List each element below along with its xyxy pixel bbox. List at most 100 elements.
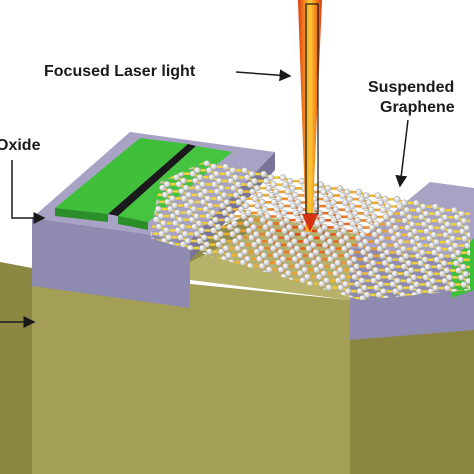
carbon-atom	[361, 238, 369, 246]
carbon-atom	[180, 195, 188, 202]
carbon-atom	[323, 231, 331, 238]
carbon-atom	[247, 216, 255, 224]
carbon-atom	[277, 266, 285, 274]
carbon-atom	[373, 238, 381, 246]
carbon-atom	[172, 219, 179, 227]
carbon-atom	[335, 213, 342, 221]
carbon-atom	[355, 270, 363, 277]
carbon-atom	[397, 238, 405, 246]
oxide-label: Oxide	[0, 137, 41, 154]
carbon-atom	[179, 241, 187, 248]
carbon-atom	[244, 255, 251, 263]
carbon-atom	[291, 192, 299, 199]
carbon-atom	[284, 188, 292, 196]
carbon-atom	[325, 202, 333, 210]
carbon-atom	[258, 244, 265, 252]
carbon-atom	[315, 255, 322, 263]
carbon-atom	[155, 205, 162, 213]
graphene-sheet	[3, 150, 470, 300]
carbon-atom	[453, 213, 461, 221]
carbon-atom	[400, 199, 408, 207]
carbon-atom	[361, 284, 368, 292]
carbon-atom	[185, 191, 193, 199]
carbon-atom	[224, 170, 232, 178]
carbon-atom	[196, 237, 203, 245]
carbon-atom	[215, 177, 223, 185]
carbon-atom	[349, 202, 356, 210]
carbon-atom	[265, 184, 273, 192]
carbon-atom	[384, 203, 392, 210]
carbon-atom	[430, 231, 438, 239]
carbon-atom	[417, 259, 424, 267]
carbon-atom	[225, 251, 232, 259]
carbon-atom	[236, 234, 244, 241]
carbon-atom	[423, 227, 430, 235]
carbon-atom	[412, 199, 420, 207]
carbon-atom	[298, 177, 306, 185]
carbon-atom	[439, 206, 446, 214]
carbon-atom	[152, 216, 160, 223]
carbon-atom	[260, 170, 268, 178]
carbon-atom	[329, 199, 337, 206]
carbon-atom	[394, 277, 401, 285]
carbon-atom	[19, 237, 25, 243]
carbon-atom	[307, 234, 315, 242]
oxide-arrow	[11, 160, 46, 224]
carbon-atom	[376, 245, 384, 253]
carbon-bond	[17, 223, 22, 227]
carbon-atom	[442, 231, 449, 239]
carbon-atom	[161, 191, 169, 199]
carbon-atom	[377, 199, 385, 207]
carbon-atom	[267, 174, 275, 181]
carbon-atom	[258, 198, 266, 206]
carbon-atom	[243, 174, 251, 181]
carbon-atom	[381, 259, 389, 267]
carbon-atom	[386, 273, 394, 281]
carbon-atom	[308, 252, 315, 259]
carbon-bond	[31, 212, 36, 216]
carbon-atom	[283, 216, 290, 224]
carbon-atom	[229, 230, 236, 238]
carbon-atom	[298, 259, 306, 267]
carbon-atom	[282, 181, 289, 189]
carbon-atom	[199, 198, 207, 206]
carbon-atom	[428, 242, 436, 249]
carbon-atom	[405, 277, 413, 285]
carbon-atom	[289, 184, 296, 192]
carbon-atom	[381, 195, 389, 203]
carbon-atom	[222, 244, 230, 252]
carbon-atom	[382, 213, 390, 221]
carbon-atom	[235, 198, 242, 206]
carbon-atom	[408, 220, 416, 228]
carbon-atom	[441, 277, 449, 285]
carbon-atom	[401, 217, 409, 224]
carbon-atom	[150, 230, 154, 238]
carbon-atom	[386, 256, 393, 263]
carbon-atom	[339, 273, 347, 281]
carbon-atom	[227, 177, 235, 185]
carbon-atom	[332, 206, 340, 214]
carbon-atom	[342, 280, 349, 288]
carbon-atom	[458, 228, 466, 235]
carbon-atom	[270, 199, 278, 206]
carbon-atom	[468, 238, 470, 246]
carbon-atom	[302, 238, 310, 245]
carbon-atom	[359, 231, 367, 238]
carbon-atom	[389, 280, 397, 288]
suspended-arrow	[395, 119, 409, 188]
carbon-atom	[454, 249, 462, 257]
carbon-atom	[259, 216, 267, 224]
carbon-atom	[221, 209, 229, 217]
carbon-atom	[270, 181, 277, 189]
carbon-atom	[196, 173, 204, 181]
carbon-atom	[207, 219, 215, 227]
carbon-atom	[273, 206, 281, 213]
carbon-bond	[19, 233, 26, 237]
carbon-atom	[201, 188, 209, 195]
carbon-atom	[310, 241, 317, 249]
carbon-atom	[337, 284, 345, 291]
carbon-atom	[229, 166, 237, 174]
carbon-atom	[395, 249, 403, 256]
carbon-atom	[5, 230, 11, 236]
carbon-atom	[3, 241, 9, 247]
